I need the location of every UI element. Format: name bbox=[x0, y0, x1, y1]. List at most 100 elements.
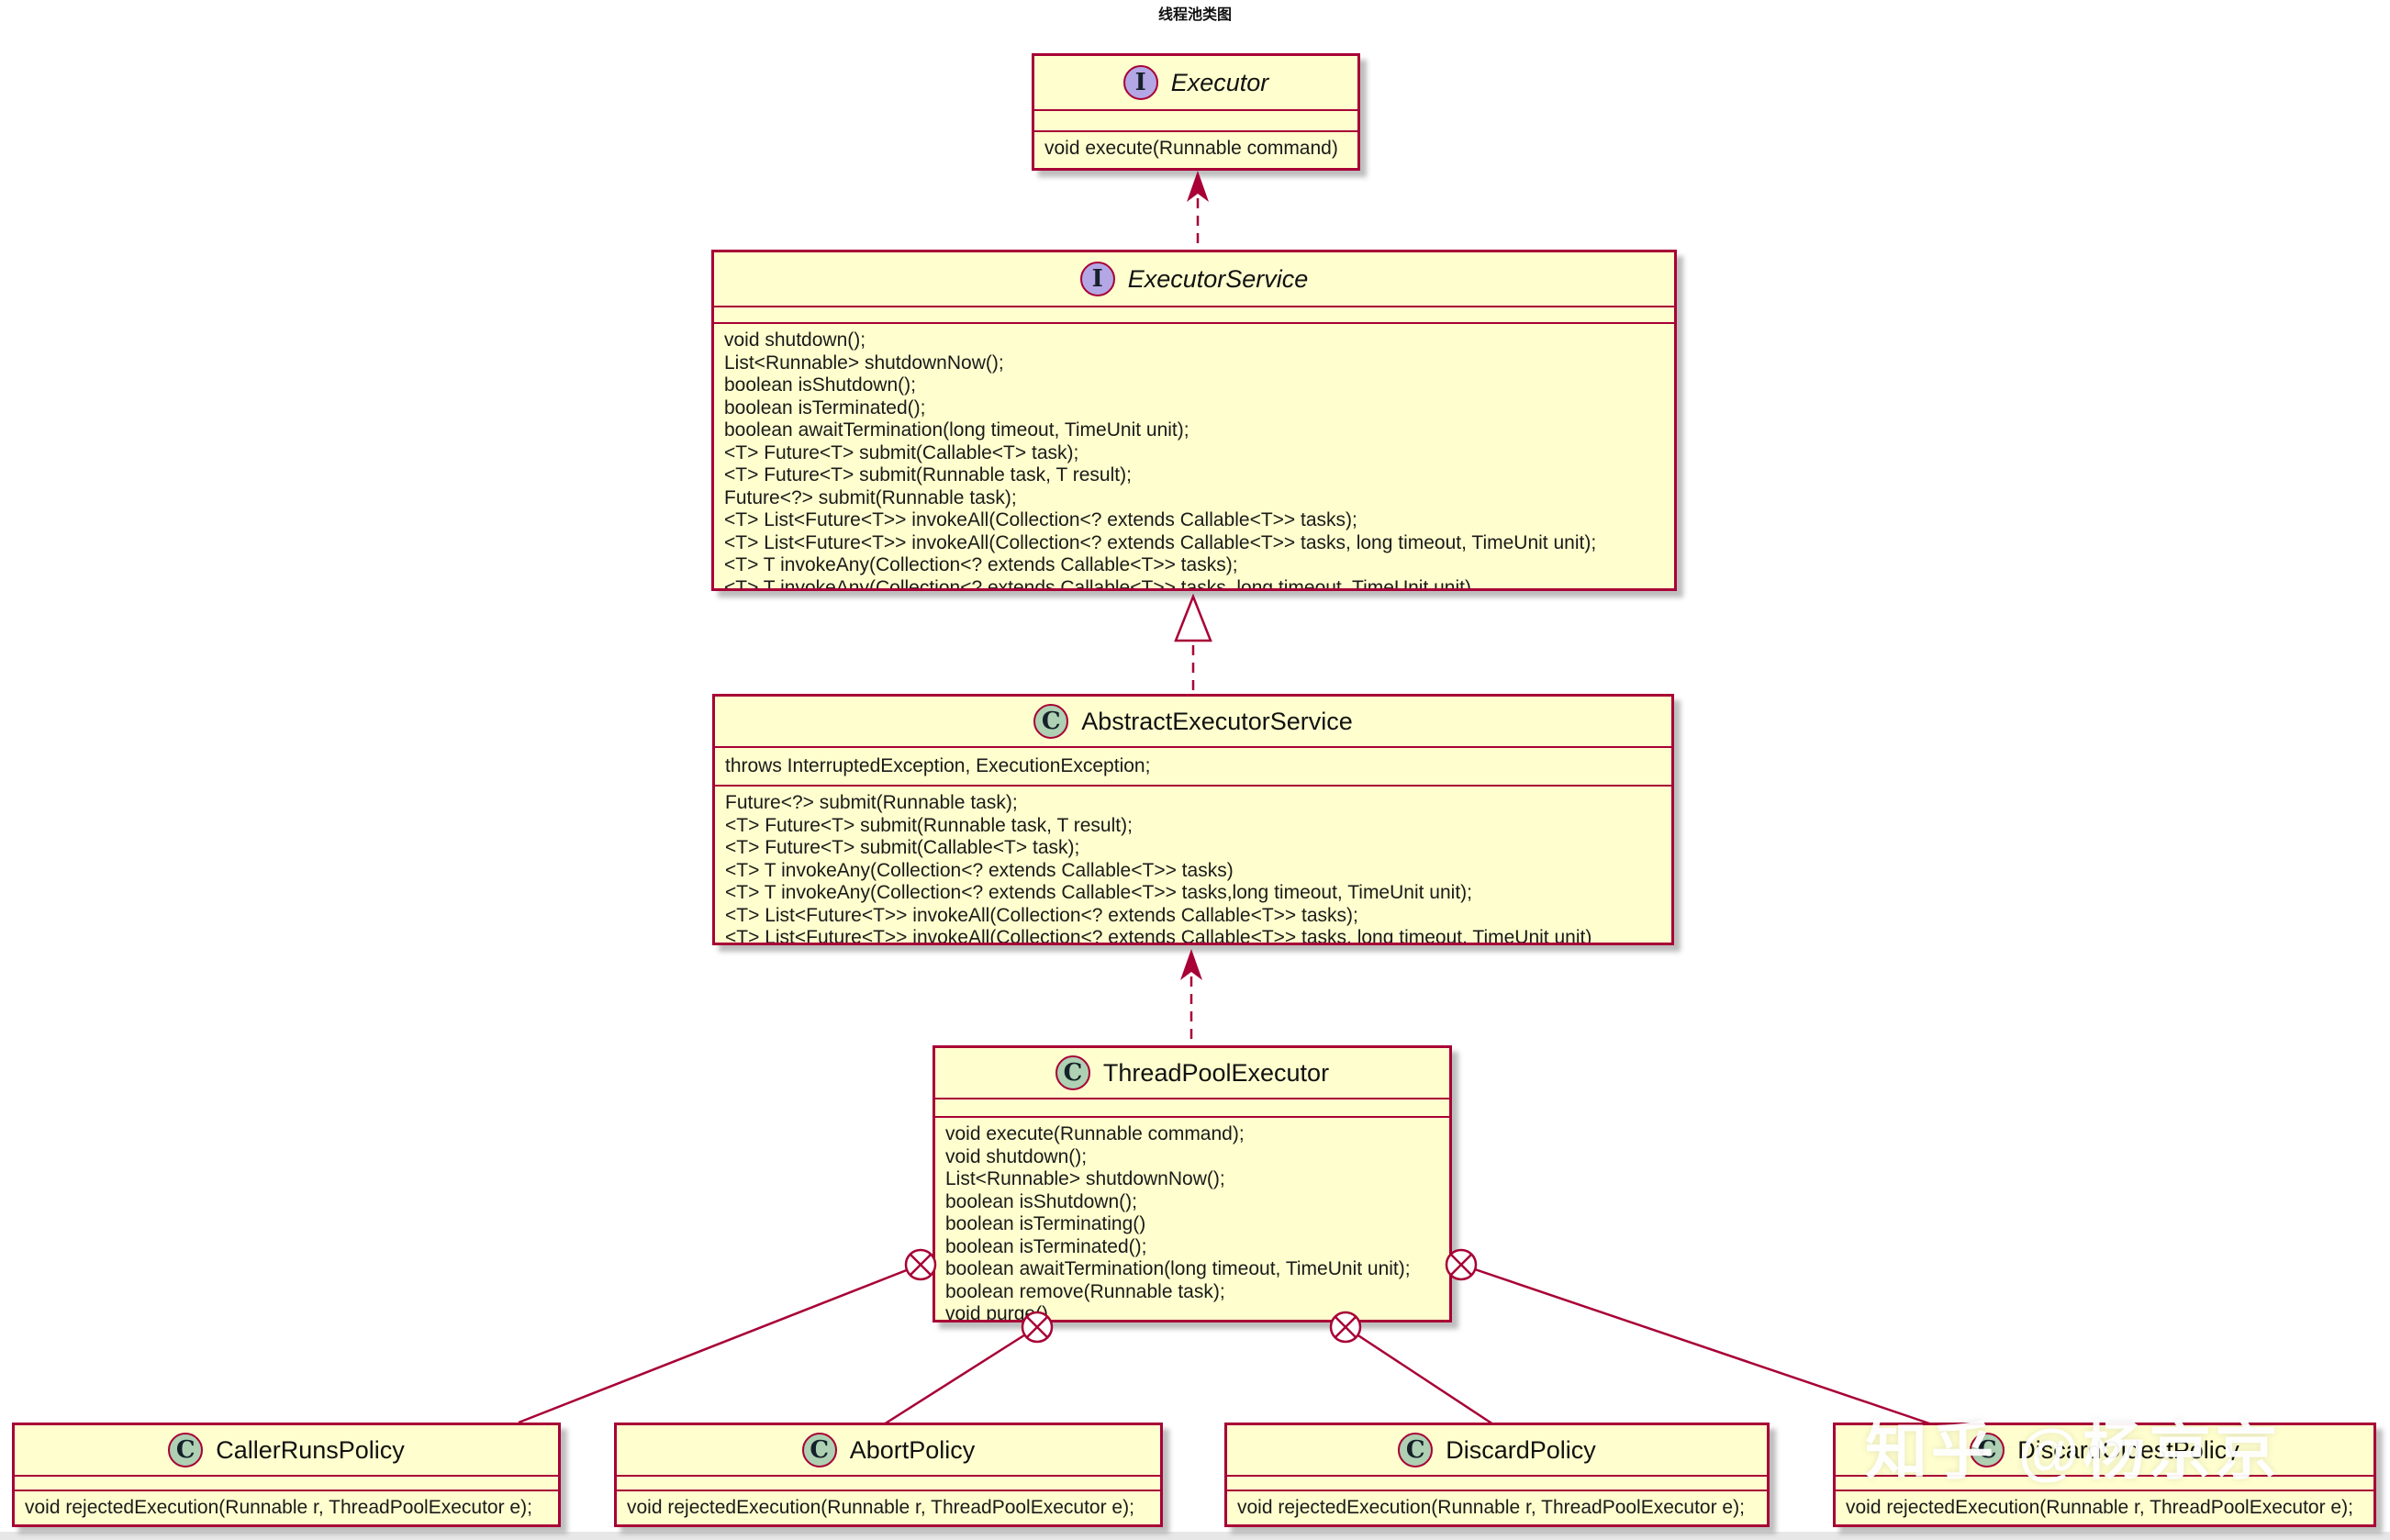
method-line: <T> List<Future<T>> invokeAll(Collection… bbox=[724, 509, 1357, 530]
methods-section: void rejectedExecution(Runnable r, Threa… bbox=[1227, 1490, 1767, 1524]
class-icon: C bbox=[1055, 1055, 1090, 1090]
class-header-caller-runs-policy: C CallerRunsPolicy bbox=[15, 1425, 558, 1475]
fields-section bbox=[1836, 1475, 2373, 1490]
realization-abstract-to-executor-service bbox=[1174, 593, 1212, 692]
method-line: void purge() bbox=[945, 1303, 1049, 1320]
method-line: void rejectedExecution(Runnable r, Threa… bbox=[1846, 1497, 2353, 1518]
class-name: CallerRunsPolicy bbox=[216, 1435, 405, 1464]
icon-letter: C bbox=[1977, 1436, 1997, 1464]
class-header-executor-service: I ExecutorService bbox=[714, 252, 1674, 306]
fields-section: throws InterruptedException, ExecutionEx… bbox=[715, 746, 1671, 785]
method-line: Future<?> submit(Runnable task); bbox=[724, 486, 1017, 508]
method-line: <T> T invokeAny(Collection<? extends Cal… bbox=[724, 576, 1471, 589]
method-line: <T> Future<T> submit(Callable<T> task); bbox=[724, 441, 1079, 463]
methods-section: void execute(Runnable command) bbox=[1034, 130, 1357, 168]
fields-section bbox=[935, 1098, 1449, 1116]
method-line: void rejectedExecution(Runnable r, Threa… bbox=[627, 1497, 1134, 1518]
class-icon: C bbox=[1398, 1433, 1434, 1467]
method-line: <T> List<Future<T>> invokeAll(Collection… bbox=[724, 531, 1597, 553]
method-line: <T> T invokeAny(Collection<? extends Cal… bbox=[725, 859, 1234, 881]
class-header-abstract-executor-service: C AbstractExecutorService bbox=[715, 697, 1671, 746]
fields-section bbox=[617, 1475, 1160, 1490]
fields-section bbox=[1034, 109, 1357, 130]
fields-section bbox=[1227, 1475, 1767, 1490]
method-line: <T> T invokeAny(Collection<? extends Cal… bbox=[724, 554, 1238, 575]
method-line: boolean awaitTermination(long timeout, T… bbox=[724, 419, 1189, 441]
method-line: <T> Future<T> submit(Runnable task, T re… bbox=[724, 464, 1132, 485]
method-line: Future<?> submit(Runnable task); bbox=[725, 792, 1018, 813]
method-line: boolean isTerminated(); bbox=[945, 1235, 1147, 1257]
class-box-caller-runs-policy: C CallerRunsPolicy void rejectedExecutio… bbox=[12, 1423, 561, 1527]
method-line: void rejectedExecution(Runnable r, Threa… bbox=[25, 1497, 532, 1518]
methods-section: void shutdown(); List<Runnable> shutdown… bbox=[714, 322, 1674, 588]
method-line: void shutdown(); bbox=[945, 1145, 1088, 1167]
method-line: List<Runnable> shutdownNow(); bbox=[724, 352, 1004, 374]
method-line: <T> List<Future<T>> invokeAll(Collection… bbox=[725, 927, 1592, 943]
inner-class-link-discard-oldest bbox=[1460, 1263, 1933, 1426]
plain-arrowhead-icon bbox=[1187, 171, 1209, 202]
method-line: void execute(Runnable command) bbox=[1044, 138, 1338, 159]
class-header-discard-policy: C DiscardPolicy bbox=[1227, 1425, 1767, 1475]
icon-letter: C bbox=[1041, 708, 1061, 735]
class-name: ThreadPoolExecutor bbox=[1102, 1058, 1330, 1087]
circle-cross-anchor-left-icon bbox=[904, 1248, 937, 1281]
class-name: AbstractExecutorService bbox=[1081, 707, 1353, 735]
watermark: 知乎 @杨京京 bbox=[1865, 1417, 2282, 1487]
method-line: void execute(Runnable command); bbox=[945, 1123, 1245, 1144]
icon-letter: C bbox=[175, 1436, 195, 1464]
icon-letter: C bbox=[1063, 1059, 1083, 1087]
methods-section: Future<?> submit(Runnable task); <T> Fut… bbox=[715, 785, 1671, 943]
class-box-executor-service: I ExecutorService void shutdown(); List<… bbox=[711, 250, 1677, 591]
method-line: boolean isShutdown(); bbox=[724, 374, 916, 396]
icon-letter: C bbox=[810, 1436, 830, 1464]
hollow-triangle-arrowhead-icon bbox=[1174, 593, 1212, 642]
plain-arrowhead-icon bbox=[1180, 949, 1202, 980]
method-line: boolean isTerminating() bbox=[945, 1213, 1146, 1234]
method-line: boolean awaitTermination(long timeout, T… bbox=[945, 1258, 1411, 1279]
class-box-abort-policy: C AbortPolicy void rejectedExecution(Run… bbox=[614, 1423, 1163, 1527]
method-line: void rejectedExecution(Runnable r, Threa… bbox=[1237, 1497, 1745, 1518]
class-box-abstract-executor-service: C AbstractExecutorService throws Interru… bbox=[712, 694, 1674, 945]
method-line: boolean isTerminated(); bbox=[724, 396, 926, 418]
methods-section: void rejectedExecution(Runnable r, Threa… bbox=[617, 1490, 1160, 1524]
method-line: boolean remove(Runnable task); bbox=[945, 1280, 1225, 1302]
method-line: <T> Future<T> submit(Runnable task, T re… bbox=[725, 814, 1133, 836]
fields-section bbox=[714, 306, 1674, 322]
method-line: void shutdown(); bbox=[724, 329, 866, 351]
window-bottom-edge bbox=[0, 1532, 2390, 1540]
methods-section: void rejectedExecution(Runnable r, Threa… bbox=[15, 1490, 558, 1524]
icon-letter: I bbox=[1134, 69, 1146, 96]
class-name: ExecutorService bbox=[1127, 264, 1309, 293]
class-name: DiscardOldestPolicy bbox=[2017, 1435, 2239, 1464]
method-line: List<Runnable> shutdownNow(); bbox=[945, 1168, 1225, 1189]
class-icon: C bbox=[1033, 704, 1069, 739]
class-header-discard-oldest-policy: C DiscardOldestPolicy bbox=[1836, 1425, 2373, 1475]
interface-icon: I bbox=[1079, 262, 1115, 296]
diagram-title: 线程池类图 bbox=[1157, 7, 1233, 23]
class-icon: C bbox=[168, 1433, 204, 1467]
interface-icon: I bbox=[1122, 65, 1158, 100]
class-header-thread-pool-executor: C ThreadPoolExecutor bbox=[935, 1048, 1449, 1098]
class-icon: C bbox=[801, 1433, 837, 1467]
methods-section: void rejectedExecution(Runnable r, Threa… bbox=[1836, 1490, 2373, 1524]
realization-thread-pool-to-abstract bbox=[1180, 949, 1202, 1043]
methods-section: void execute(Runnable command); void shu… bbox=[935, 1116, 1449, 1320]
class-box-executor: I Executor void execute(Runnable command… bbox=[1032, 53, 1360, 171]
class-name: Executor bbox=[1170, 68, 1269, 96]
class-header-abort-policy: C AbortPolicy bbox=[617, 1425, 1160, 1475]
class-name: DiscardPolicy bbox=[1446, 1435, 1596, 1464]
inner-class-link-caller-runs bbox=[518, 1263, 921, 1424]
class-box-discard-oldest-policy: C DiscardOldestPolicy void rejectedExecu… bbox=[1833, 1423, 2376, 1527]
field-line: throws InterruptedException, ExecutionEx… bbox=[725, 755, 1151, 776]
inner-class-link-abort bbox=[883, 1325, 1038, 1426]
inner-class-link-discard bbox=[1345, 1325, 1494, 1426]
method-line: <T> T invokeAny(Collection<? extends Cal… bbox=[725, 882, 1472, 903]
class-name: AbortPolicy bbox=[849, 1435, 976, 1464]
class-box-thread-pool-executor: C ThreadPoolExecutor void execute(Runnab… bbox=[933, 1045, 1452, 1322]
class-header-executor: I Executor bbox=[1034, 56, 1357, 109]
fields-section bbox=[15, 1475, 558, 1490]
method-line: boolean isShutdown(); bbox=[945, 1190, 1137, 1212]
class-box-discard-policy: C DiscardPolicy void rejectedExecution(R… bbox=[1224, 1423, 1770, 1527]
method-line: <T> Future<T> submit(Callable<T> task); bbox=[725, 837, 1080, 858]
